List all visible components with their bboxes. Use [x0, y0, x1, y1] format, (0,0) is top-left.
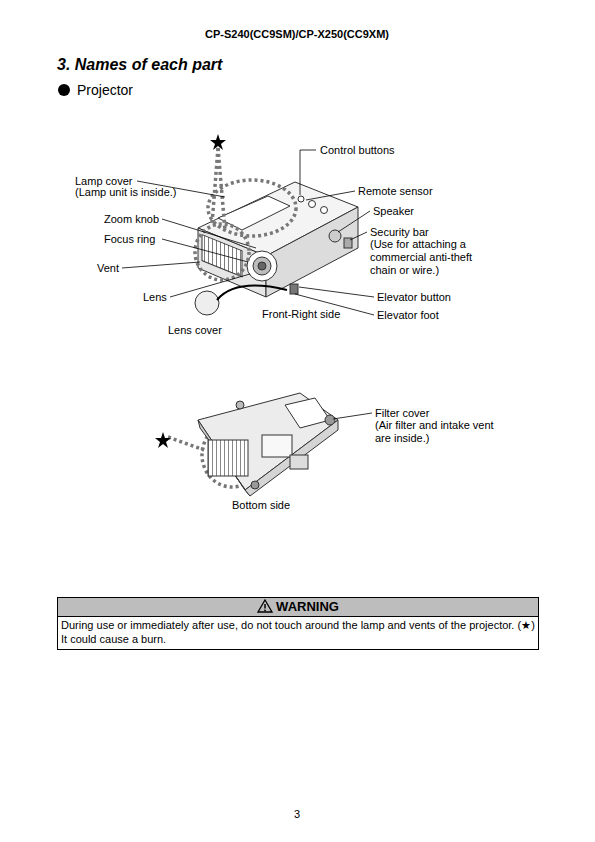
view-label: Front-Right side [262, 308, 340, 321]
part-note: (Use for attaching a commercial anti-the… [370, 238, 492, 277]
projector-bottom-figure [198, 393, 338, 496]
bullet [58, 84, 70, 96]
projector-figure [195, 182, 358, 315]
warning-symbol [257, 599, 273, 613]
warning-header: WARNING [58, 598, 538, 617]
part-label: Elevator button [377, 291, 451, 304]
view-label: Bottom side [232, 499, 290, 512]
part-label: Lens [143, 291, 167, 304]
part-note: (Air filter and intake vent are inside.) [375, 419, 507, 445]
star-symbol [210, 134, 226, 150]
part-label: Vent [97, 262, 119, 275]
part-label: Elevator foot [377, 309, 439, 322]
star-symbol [155, 432, 171, 448]
part-label: Security bar [370, 226, 429, 239]
warning-box: WARNING During use or immediately after u… [57, 597, 539, 650]
part-label: Zoom knob [104, 213, 159, 226]
warning-title: WARNING [276, 599, 339, 614]
model-header: CP-S240(CC9SM)/CP-X250(CC9XM) [205, 28, 389, 41]
part-label: Filter cover [375, 407, 429, 420]
section-title: 3. Names of each part [57, 56, 222, 74]
part-label: Control buttons [320, 144, 395, 157]
part-label: Lens cover [168, 324, 222, 337]
part-label: Focus ring [104, 233, 155, 246]
page-number: 3 [294, 808, 300, 821]
warning-text: During use or immediately after use, do … [58, 617, 538, 649]
part-label: Speaker [373, 205, 414, 218]
part-note: (Lamp unit is inside.) [75, 186, 177, 199]
part-label: Remote sensor [358, 185, 433, 198]
subsection-heading: Projector [77, 82, 133, 98]
